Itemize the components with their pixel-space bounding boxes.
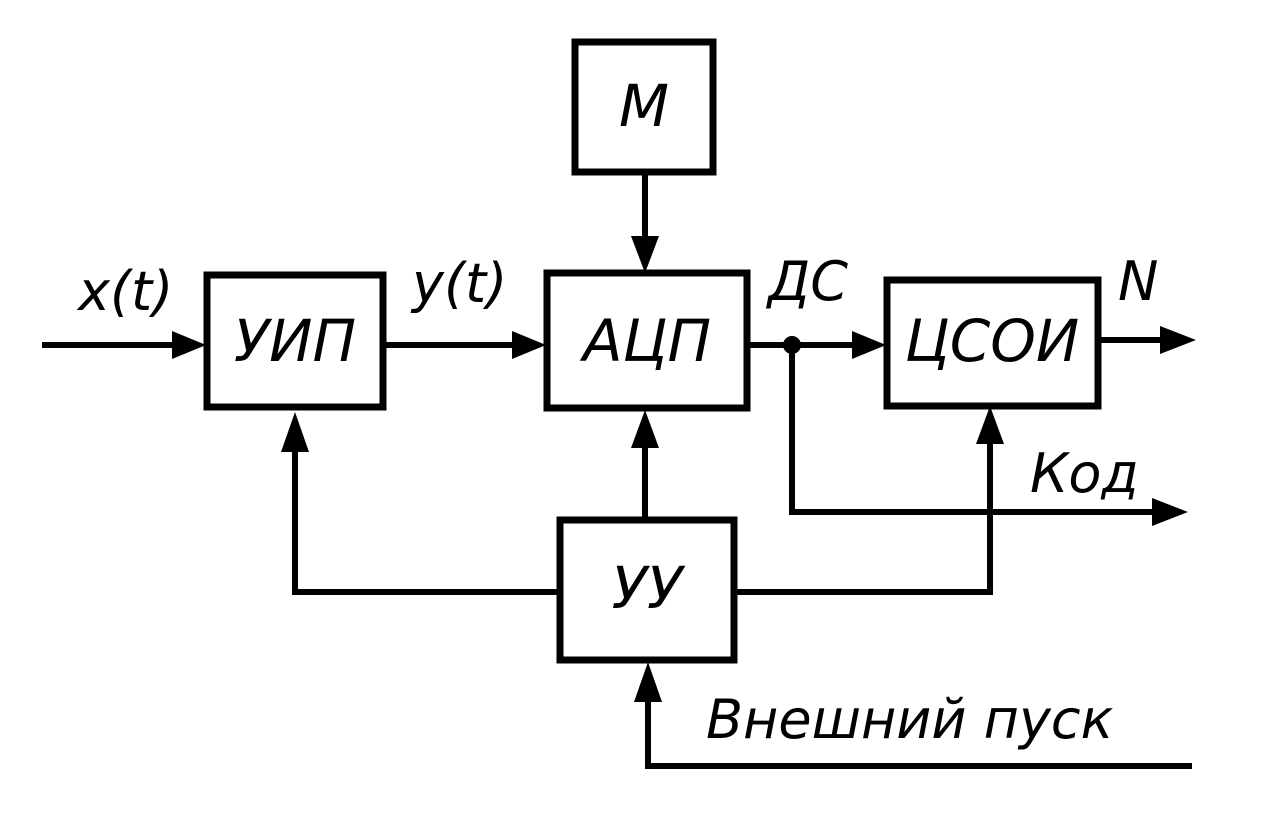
- arrow-output-code: [1152, 498, 1188, 526]
- signal-code-label: Код: [1030, 442, 1139, 505]
- block-csoi: ЦСОИ: [883, 276, 1102, 410]
- arrow-into-uu-bottom: [634, 662, 662, 702]
- block-uu: УУ: [556, 516, 738, 664]
- arrow-into-uip: [172, 331, 206, 359]
- signal-external-start-label: Внешний пуск: [706, 688, 1114, 751]
- block-acp-label: АЦП: [579, 307, 711, 375]
- block-m: М: [571, 38, 717, 176]
- block-uu-label: УУ: [612, 554, 686, 622]
- arrow-into-uip-bottom: [281, 412, 309, 452]
- arrow-into-acp-top: [631, 236, 659, 273]
- arrow-into-csoi-bottom: [976, 406, 1004, 444]
- signal-ds-label: ДС: [766, 250, 848, 313]
- block-acp: АЦП: [543, 269, 751, 412]
- block-csoi-label: ЦСОИ: [905, 307, 1080, 375]
- signal-output-label: N: [1118, 250, 1158, 313]
- block-uip: УИП: [203, 271, 387, 411]
- junction-dot: [783, 336, 801, 354]
- arrow-output-n: [1160, 326, 1196, 354]
- block-m-label: М: [619, 72, 669, 140]
- uu-to-csoi-line: [734, 440, 993, 595]
- arrow-into-acp-bottom: [631, 410, 659, 448]
- arrow-into-acp-left: [512, 331, 546, 359]
- arrow-into-csoi: [852, 331, 886, 359]
- uu-to-uip-line: [292, 450, 560, 595]
- block-uip-label: УИП: [234, 307, 356, 375]
- external-start-line: [645, 700, 1192, 769]
- signal-input-label: x(t): [76, 260, 173, 323]
- code-branch-line: [789, 345, 1155, 515]
- signal-intermediate-label: y(t): [410, 252, 507, 315]
